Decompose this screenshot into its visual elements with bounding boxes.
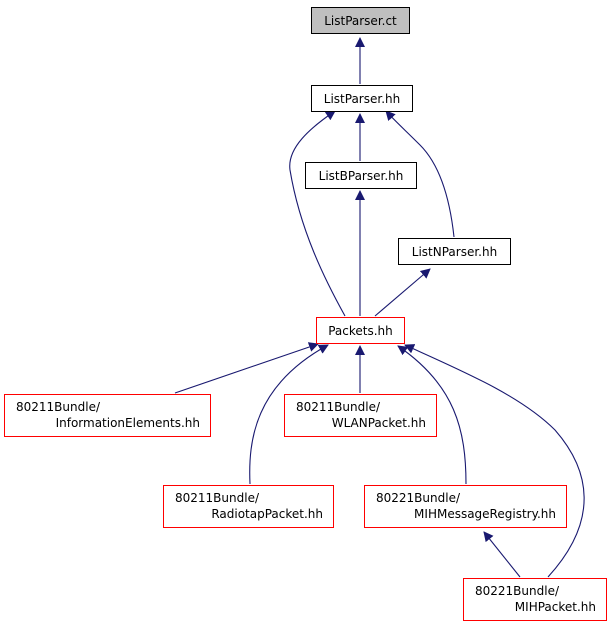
- node-listparser-hh[interactable]: ListParser.hh: [311, 85, 413, 112]
- edge-mihregistry-to-packets: [397, 345, 467, 485]
- node-listbparser-hh[interactable]: ListBParser.hh: [305, 162, 417, 189]
- edge-mihpacket-to-packets: [404, 344, 585, 578]
- node-label-line2: MIHPacket.hh: [514, 600, 596, 614]
- node-label: ListParser.hh: [323, 92, 401, 106]
- node-label-line2: WLANPacket.hh: [331, 416, 426, 430]
- node-packets-hh[interactable]: Packets.hh: [316, 317, 405, 344]
- node-radiotappacket[interactable]: 80211Bundle/ RadiotapPacket.hh: [163, 485, 334, 528]
- node-label-line1: 80211Bundle/: [16, 400, 100, 414]
- node-label: Packets.hh: [328, 324, 393, 338]
- edge-packets-to-listparser: [289, 110, 346, 317]
- node-wlanpacket[interactable]: 80211Bundle/ WLANPacket.hh: [284, 394, 437, 437]
- edge-radiotap-to-packets: [249, 344, 329, 485]
- edge-listnparser-to-listparser: [385, 110, 455, 238]
- node-label-line1: 80211Bundle/: [296, 400, 380, 414]
- node-label-line1: 80211Bundle/: [175, 491, 259, 505]
- node-label: ListParser.ct: [324, 14, 397, 28]
- node-label-line1: 80221Bundle/: [376, 491, 460, 505]
- edge-infoelements-to-packets: [174, 342, 319, 394]
- edge-packets-to-listnparser: [374, 268, 431, 317]
- node-label-line2: RadiotapPacket.hh: [211, 507, 323, 521]
- node-label-line2: InformationElements.hh: [55, 416, 200, 430]
- edge-mihpacket-to-mihregistry: [483, 531, 521, 578]
- node-label: ListNParser.hh: [411, 245, 498, 259]
- node-listparser-ct: ListParser.ct: [311, 7, 410, 34]
- node-label-line2: MIHMessageRegistry.hh: [414, 507, 556, 521]
- node-label-line1: 80221Bundle/: [475, 584, 559, 598]
- node-mihmessageregistry[interactable]: 80221Bundle/ MIHMessageRegistry.hh: [364, 485, 567, 528]
- node-listnparser-hh[interactable]: ListNParser.hh: [398, 238, 511, 265]
- node-informationelements[interactable]: 80211Bundle/ InformationElements.hh: [4, 394, 211, 437]
- node-mihpacket[interactable]: 80221Bundle/ MIHPacket.hh: [463, 578, 607, 621]
- node-label: ListBParser.hh: [318, 169, 404, 183]
